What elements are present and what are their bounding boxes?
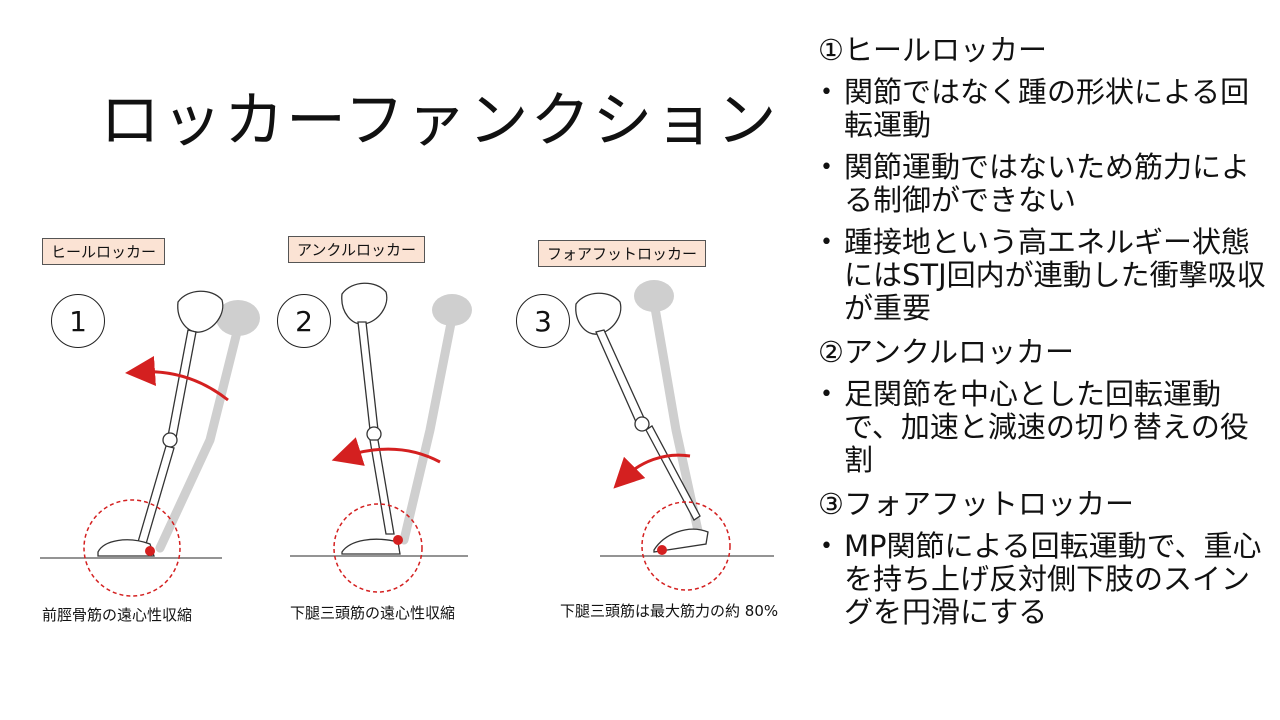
section-heading-heel: ①ヒールロッカー [818,33,1047,67]
pivot-highlight-circle [333,503,423,593]
ghost-leg [399,294,472,545]
bullet-item: MP関節による回転運動で、重心を持ち上げ反対側下肢のスイングを円滑にする [818,530,1273,629]
phase-1-number: 1 [51,294,105,348]
notes-panel: ①ヒールロッカー 関節ではなく踵の形状による回転運動 関節運動ではないため筋力に… [818,28,1273,638]
bullet-item: 足関節を中心とした回転運動で、加速と減速の切り替えの役割 [818,378,1273,477]
phase-3-caption: 下腿三頭筋は最大筋力の約 80% [560,602,779,620]
phase-1-caption: 前脛骨筋の遠心性収縮 [42,606,193,624]
phase-2-number: 2 [277,294,331,348]
bullet-item: 踵接地という高エネルギー状態にはSTJ回内が連動した衝撃吸収が重要 [818,226,1273,325]
section-heading-forefoot: ③フォアフットロッカー [818,487,1134,521]
phase-3-label: フォアフットロッカー [538,240,707,267]
rotation-arrow [125,356,229,402]
bullet-item: 関節運動ではないため筋力による制御ができない [818,151,1273,217]
bullet-item: 関節ではなく踵の形状による回転運動 [818,76,1273,142]
rotation-arrow [331,437,441,466]
skeleton-leg [575,292,709,553]
skeleton-leg [341,282,401,555]
phase-1-figure [40,290,260,597]
pivot-highlight-circle [641,501,731,591]
pivot-marker [393,535,403,545]
rocker-illustration [40,280,774,597]
slide-title: ロッカーファンクション [100,86,779,156]
pivot-marker [145,546,155,556]
rotation-arrow [613,453,691,489]
pivot-highlight-circle [83,499,181,597]
phase-2-label: アンクルロッカー [288,236,425,263]
phase-3-number: 3 [516,294,570,348]
phase-1-label: ヒールロッカー [42,238,166,265]
phase-2-figure [290,282,472,593]
pivot-marker [657,545,667,555]
ghost-leg [155,300,260,553]
skeleton-leg [97,290,224,557]
phase-2-caption: 下腿三頭筋の遠心性収縮 [290,604,456,622]
section-heading-ankle: ②アンクルロッカー [818,335,1074,369]
phase-3-figure [575,280,774,591]
